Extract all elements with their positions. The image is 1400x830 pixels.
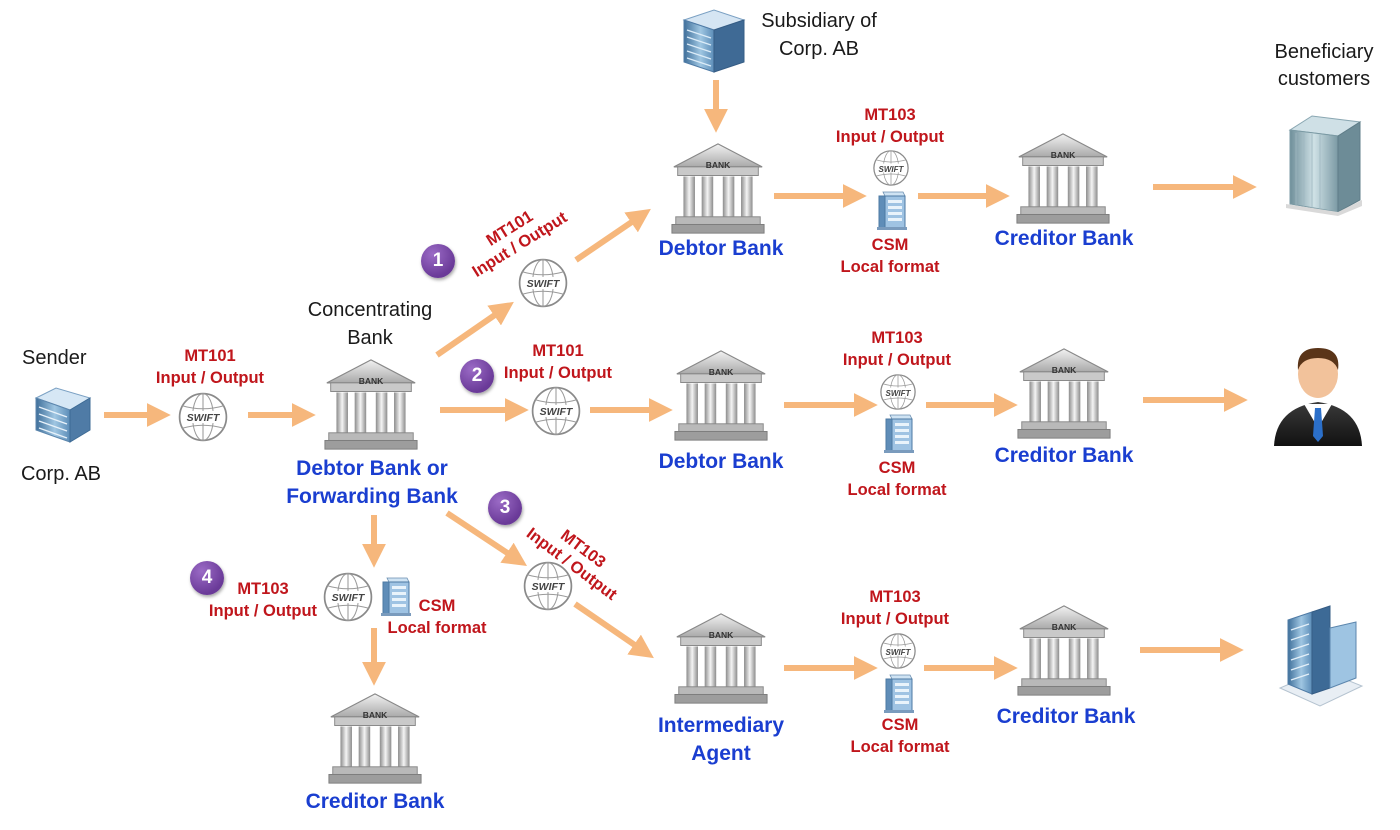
beneficiary-person-icon [1274, 348, 1362, 446]
csm-label-route4: CSM [418, 597, 456, 615]
sender-name: Corp. AB [20, 463, 102, 485]
csm-label-1: CSM [871, 236, 909, 254]
beneficiary-line1: Beneficiary [1274, 41, 1374, 63]
arrow-route1-a [435, 301, 514, 358]
sender-title: Sender [22, 347, 87, 369]
io-label-route4: Input / Output [208, 602, 318, 620]
mt103-label-route4: MT103 [237, 580, 289, 598]
mt103-label-csm-1: MT103 [864, 106, 916, 124]
svg-text:SWIFT: SWIFT [187, 412, 221, 424]
beneficiary-line2: customers [1277, 68, 1371, 90]
subsidiary-line1: Subsidiary of [761, 10, 877, 32]
swift-icon-route3: SWIFT [523, 561, 573, 611]
beneficiary-tower-icon [1286, 115, 1362, 216]
csm-label-3: CSM [881, 716, 919, 734]
server-icon-4 [381, 577, 411, 616]
svg-text:BANK: BANK [1052, 365, 1077, 375]
svg-text:SWIFT: SWIFT [540, 406, 574, 418]
route-badge-1: 1 [421, 244, 455, 278]
beneficiary-office-icon [1278, 605, 1364, 707]
bank-icon-intermediary: BANK [674, 613, 768, 704]
svg-text:BANK: BANK [363, 710, 388, 720]
local-format-label-1: Local format [840, 258, 940, 276]
intermediary-label-1: Intermediary [657, 714, 785, 737]
creditor-bank-label-3: Creditor Bank [996, 705, 1136, 728]
io-label-csm-3: Input / Output [840, 610, 950, 628]
svg-text:SWIFT: SWIFT [532, 581, 566, 593]
server-icon-3 [884, 674, 914, 713]
concentrating-line2: Bank [347, 327, 393, 349]
route-badge-3: 3 [488, 491, 522, 525]
server-icon-2 [884, 414, 914, 453]
route-badge-2: 2 [460, 359, 494, 393]
creditor-bank-label-4: Creditor Bank [305, 790, 445, 813]
subsidiary-line2: Corp. AB [778, 38, 860, 60]
swift-icon-sender: SWIFT [178, 392, 228, 442]
mt103-label-csm-3: MT103 [869, 588, 921, 606]
svg-text:BANK: BANK [359, 376, 384, 386]
mt103-label-csm-2: MT103 [871, 329, 923, 347]
intermediary-label-2: Agent [691, 742, 751, 765]
swift-icon-csm-1: SWIFT [873, 150, 909, 186]
arrow-route1-b [574, 208, 651, 263]
route-badge-4: 4 [190, 561, 224, 595]
bank-icon-debtor-2: BANK [674, 350, 768, 441]
swift-icon-route4: SWIFT [323, 572, 373, 622]
swift-icon-route1: SWIFT [518, 258, 568, 308]
io-label-csm-1: Input / Output [835, 128, 945, 146]
local-format-label-2: Local format [847, 481, 947, 499]
bank-icon-creditor-1: BANK [1016, 133, 1110, 224]
svg-text:SWIFT: SWIFT [886, 648, 912, 657]
arrow-route3-b [573, 601, 654, 659]
local-format-label-route4: Local format [387, 619, 487, 637]
bank-icon-creditor-2: BANK [1017, 348, 1111, 439]
subsidiary-building-icon [682, 9, 746, 73]
creditor-bank-label-1: Creditor Bank [994, 227, 1134, 250]
bank-icon-debtor-1: BANK [671, 143, 765, 234]
bank-icons: BANK BANK BANK BANK BANK BANK BANK BANK [324, 133, 1111, 784]
swift-icon-csm-3: SWIFT [880, 633, 916, 669]
svg-text:BANK: BANK [1052, 622, 1077, 632]
swift-icons: SWIFT SWIFT SWIFT SWIFT SWIFT SWIFT SWIF… [178, 150, 916, 669]
creditor-bank-label-2: Creditor Bank [994, 444, 1134, 467]
debtor-bank-label-1: Debtor Bank [658, 237, 784, 260]
svg-text:SWIFT: SWIFT [886, 389, 912, 398]
concentrating-line1: Concentrating [307, 299, 433, 321]
debtor-bank-label-2: Debtor Bank [658, 450, 784, 473]
svg-text:SWIFT: SWIFT [879, 165, 905, 174]
io-label-route2: Input / Output [503, 364, 613, 382]
svg-text:SWIFT: SWIFT [332, 592, 366, 604]
io-label-csm-2: Input / Output [842, 351, 952, 369]
server-icon-1 [877, 191, 907, 230]
arrow-route3-a [445, 510, 528, 566]
svg-text:BANK: BANK [709, 630, 734, 640]
bank-icon-creditor-4: BANK [328, 693, 422, 784]
csm-label-2: CSM [878, 459, 916, 477]
mt101-label-route2: MT101 [532, 342, 584, 360]
local-format-label-3: Local format [850, 738, 950, 756]
flow-arrows [104, 80, 1257, 686]
svg-text:SWIFT: SWIFT [527, 278, 561, 290]
svg-text:BANK: BANK [1051, 150, 1076, 160]
bank-icon-creditor-3: BANK [1017, 605, 1111, 696]
swift-icon-csm-2: SWIFT [880, 374, 916, 410]
concentrating-role2: Forwarding Bank [286, 485, 458, 508]
concentrating-role1: Debtor Bank or [296, 457, 448, 480]
bank-icon-concentrating: BANK [324, 359, 418, 450]
svg-text:BANK: BANK [709, 367, 734, 377]
sender-building-icon [34, 387, 92, 443]
io-label-sender: Input / Output [155, 369, 265, 387]
swift-icon-route2: SWIFT [531, 386, 581, 436]
mt101-label-sender: MT101 [184, 347, 236, 365]
svg-text:BANK: BANK [706, 160, 731, 170]
